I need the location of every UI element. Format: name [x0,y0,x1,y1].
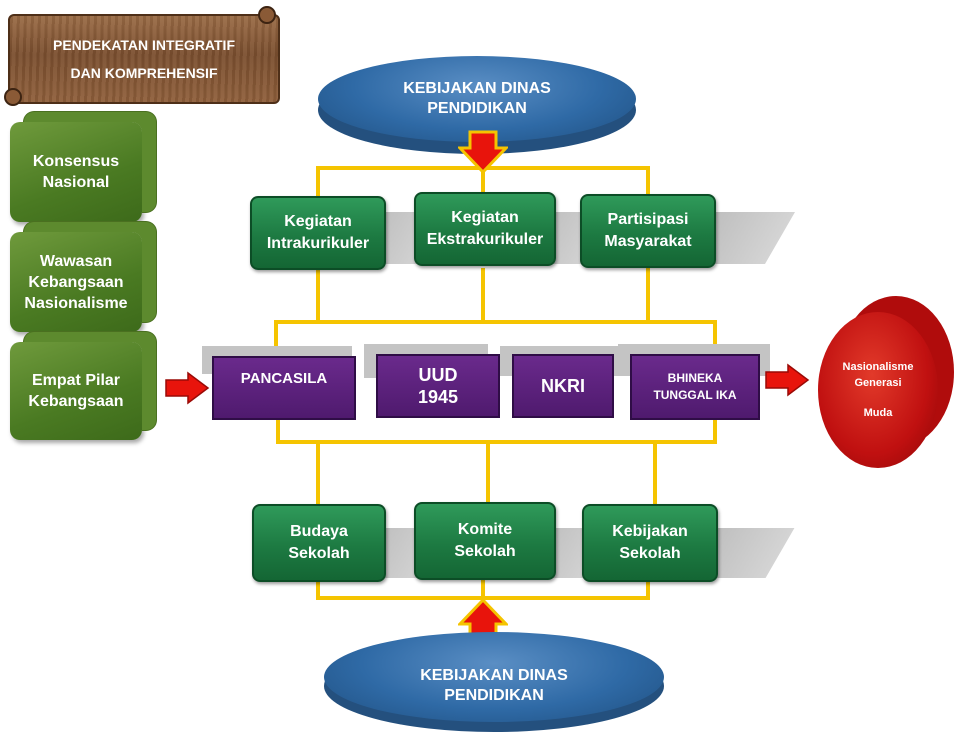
pillar-label: UUD [418,365,458,385]
banner-line1: PENDEKATAN INTEGRATIF [53,37,235,53]
box-intracurricular: Kegiatan Intrakurikuler [250,196,386,270]
pillar-label: TUNGGAL IKA [653,388,737,402]
box-line1: Partisipasi [607,211,689,228]
scroll-curl-icon [258,6,276,24]
approach-banner: PENDEKATAN INTEGRATIF DAN KOMPREHENSIF [8,14,280,104]
outcome-cylinder: Nasionalisme Generasi Muda [818,312,938,468]
policy-line2: PENDIDIKAN [427,100,527,117]
side-box-label: Empat Pilar Kebangsaan [28,372,124,410]
box-line2: Masyarakat [604,233,692,250]
outcome-line3: Muda [863,407,893,419]
pillar-uud: UUD 1945 [376,354,500,418]
policy-ellipse-top: KEBIJAKAN DINAS PENDIDIKAN [318,56,636,142]
box-line2: Intrakurikuler [266,235,370,252]
side-box-four-pillars: Empat Pilar Kebangsaan [10,342,142,440]
box-line2: Ekstrakurikuler [426,231,544,248]
policy-line1: KEBIJAKAN DINAS [403,80,551,97]
pillar-pancasila: PANCASILA [212,356,356,420]
pillar-label: PANCASILA [240,370,328,387]
box-line1: Kegiatan [284,213,352,230]
pillar-nkri: NKRI [512,354,614,418]
box-line1: Budaya [290,523,348,540]
pillar-label: NKRI [541,375,585,396]
box-school-committee: Komite Sekolah [414,502,556,580]
pillar-label: BHINEKA [667,371,723,385]
box-line2: Sekolah [288,545,350,562]
box-line1: Kebijakan [612,523,688,540]
outcome-line2: Generasi [854,377,902,389]
box-line2: Sekolah [454,543,516,560]
pillar-bhineka: BHINEKA TUNGGAL IKA [630,354,760,420]
box-extracurricular: Kegiatan Ekstrakurikuler [414,192,556,266]
outcome-line1: Nasionalisme [842,361,914,373]
box-line1: Komite [457,521,513,538]
side-box-label: Konsensus Nasional [32,153,120,191]
box-school-culture: Budaya Sekolah [252,504,386,582]
box-line1: Kegiatan [451,209,519,226]
outcome-spacer [818,391,938,405]
banner-line2: DAN KOMPREHENSIF [70,65,218,81]
box-community: Partisipasi Masyarakat [580,194,716,268]
side-box-insight: Wawasan Kebangsaan Nasionalisme [10,232,142,332]
pillar-label: 1945 [417,387,459,407]
policy-line2: PENDIDIKAN [444,687,544,704]
policy-line1: KEBIJAKAN DINAS [420,667,568,684]
scroll-curl-icon [4,88,22,106]
right-arrow-icon [765,363,810,397]
down-arrow-icon [458,130,508,174]
box-school-policy: Kebijakan Sekolah [582,504,718,582]
policy-ellipse-bottom: KEBIJAKAN DINAS PENDIDIKAN [324,632,664,722]
box-line2: Sekolah [619,545,681,562]
side-box-label: Wawasan Kebangsaan Nasionalisme [24,252,128,312]
right-arrow-icon [165,371,210,405]
side-box-consensus: Konsensus Nasional [10,122,142,222]
